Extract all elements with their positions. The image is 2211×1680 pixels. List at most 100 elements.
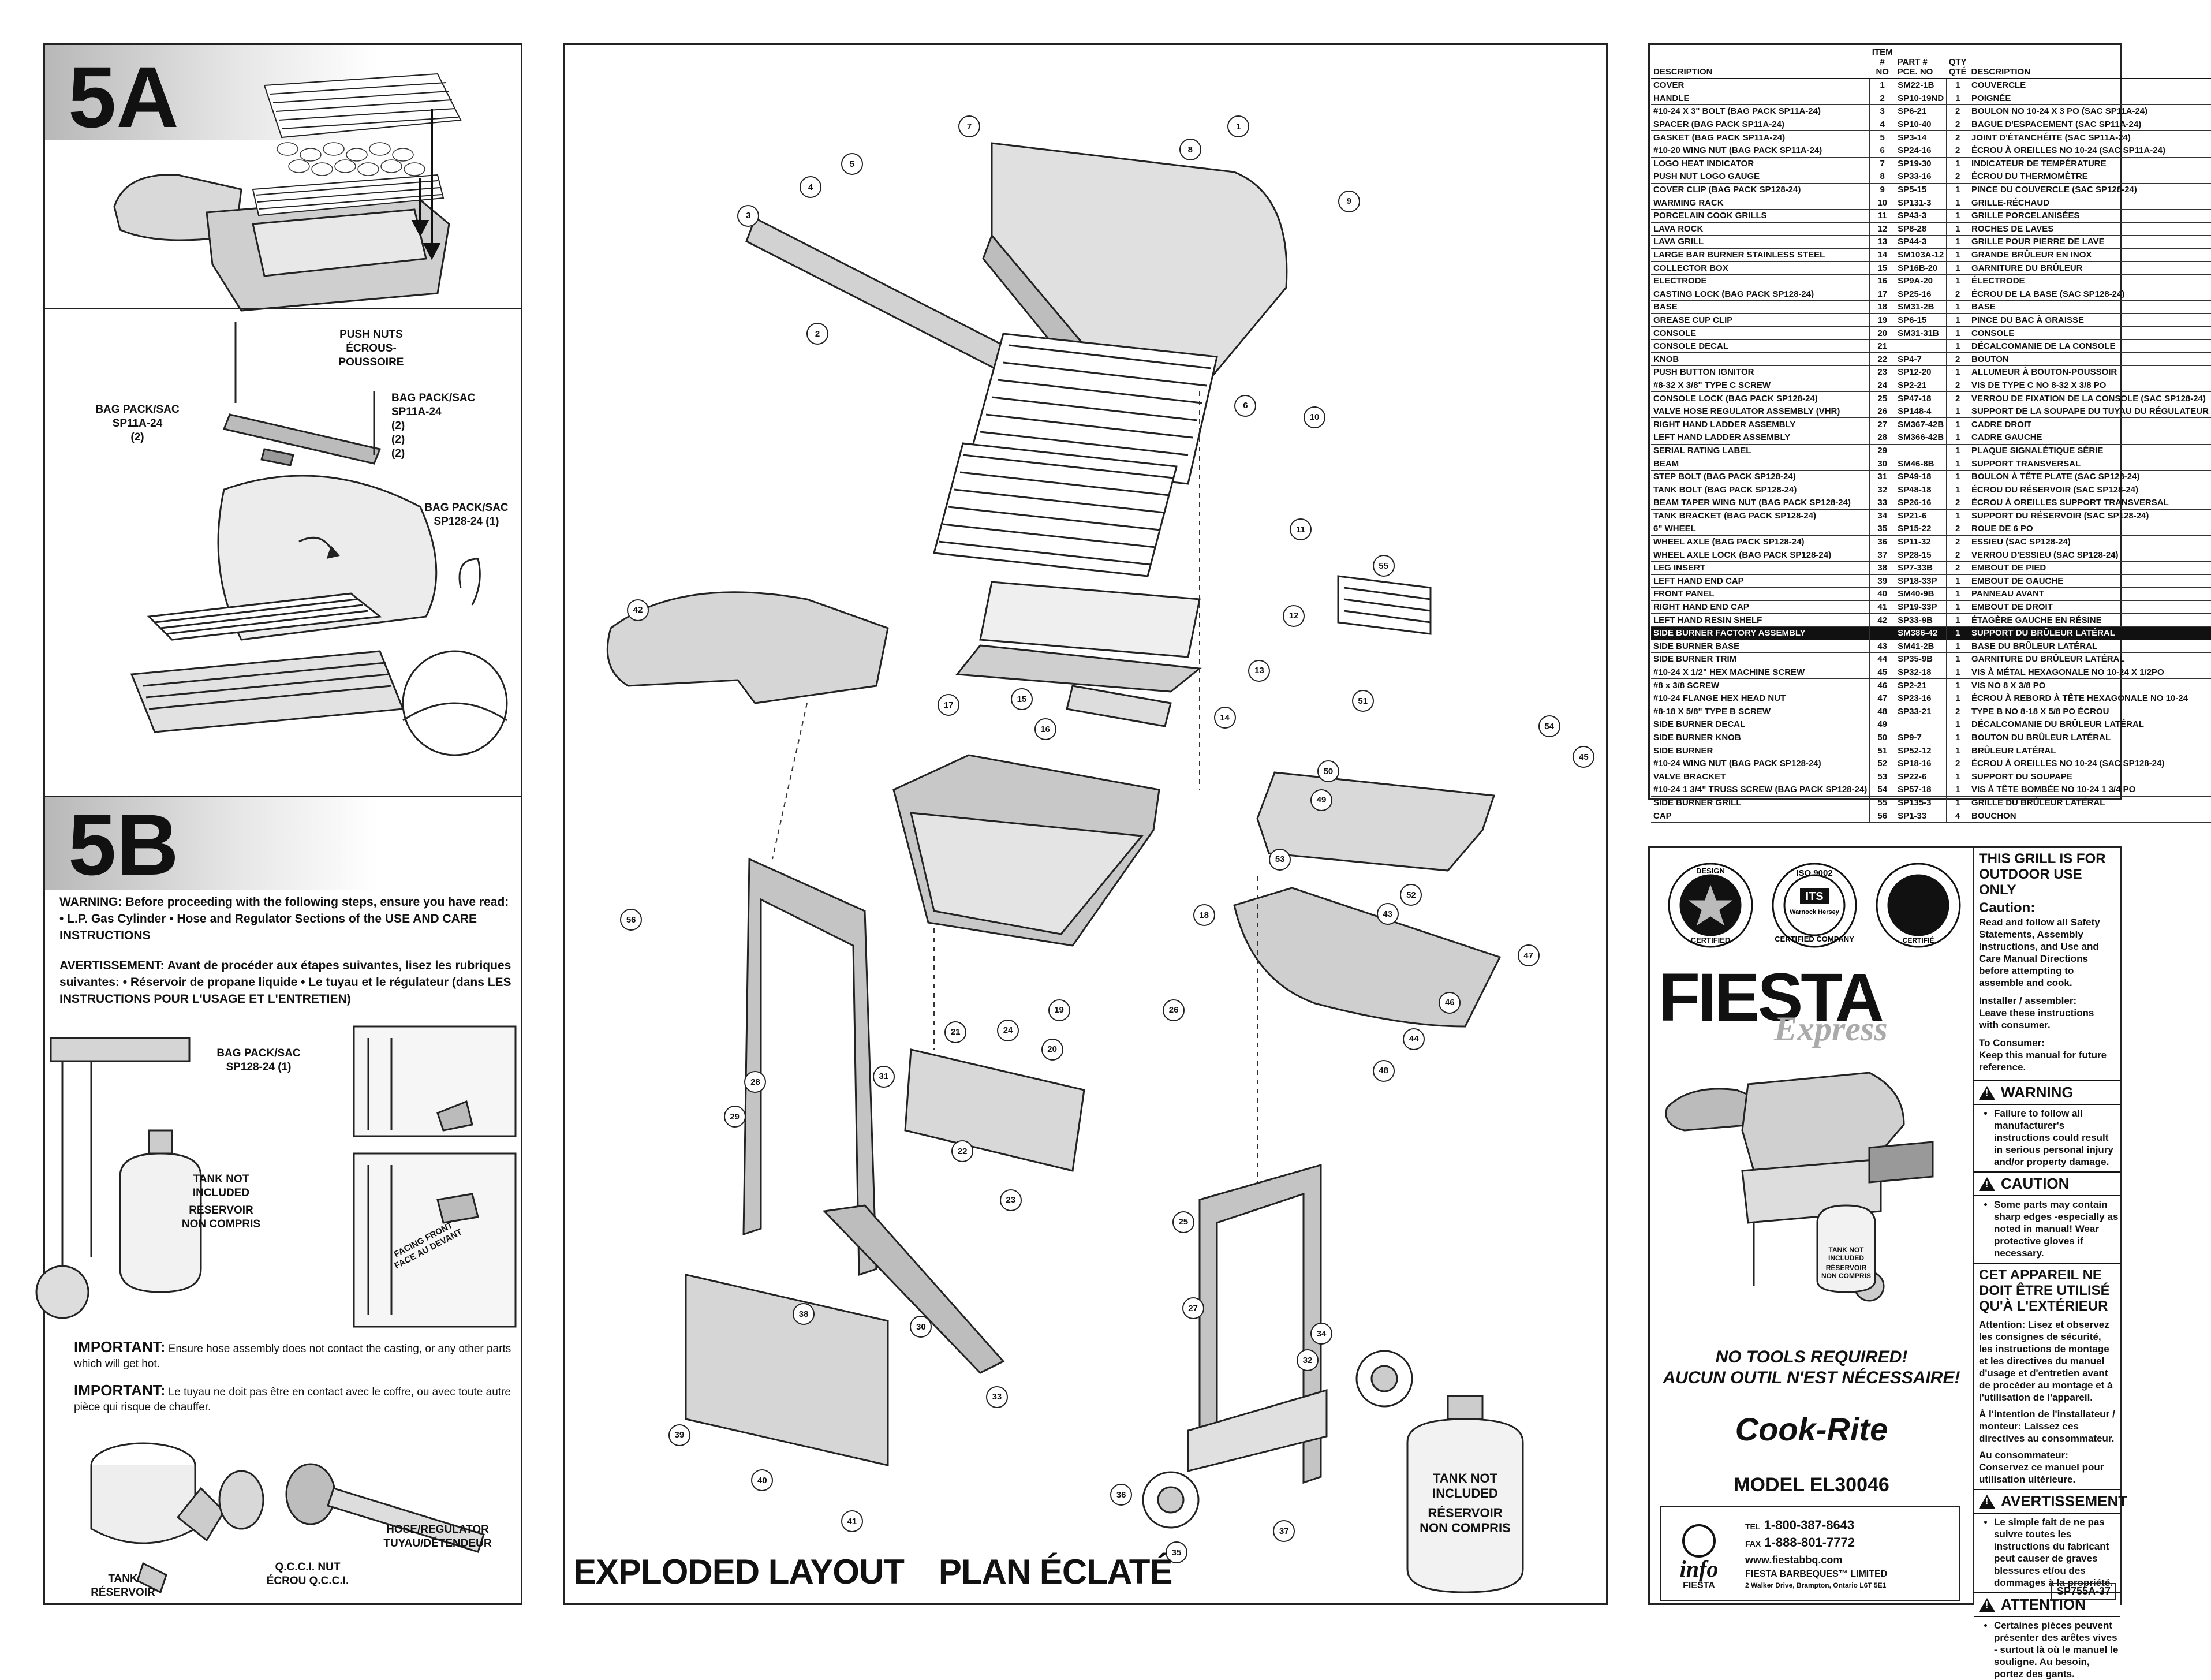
callout-52: 52 xyxy=(1400,884,1422,906)
parts-row: #10-24 1 3/4" TRUSS SCREW (BAG PACK SP12… xyxy=(1651,783,2211,797)
fr-outdoor-box: CET APPAREIL NE DOIT ÊTRE UTILISÉ QU'À L… xyxy=(1974,1263,2120,1489)
part-number: SP3-14 xyxy=(1895,130,1947,144)
part-description-fr: PINCE DU BAC À GRAISSE xyxy=(1969,313,2211,327)
col-item: ITEM # NO xyxy=(1869,46,1895,79)
part-description: TANK BOLT (BAG PACK SP128-24) xyxy=(1651,483,1870,496)
certification-badges: DESIGN CERTIFIED ISO 9002 ITS Warnock He… xyxy=(1668,863,1961,948)
part-qty: 1 xyxy=(1946,678,1970,692)
part-qty: 1 xyxy=(1946,92,1970,106)
part-number: SP48-18 xyxy=(1895,483,1947,496)
part-description: PUSH NUT LOGO GAUGE xyxy=(1651,170,1870,184)
part-item-no: 5 xyxy=(1869,130,1896,144)
divider-5b xyxy=(45,796,521,797)
part-description: SIDE BURNER BASE xyxy=(1651,640,1870,654)
parts-table: DESCRIPTION ITEM # NO PART # PCE. NO QTY… xyxy=(1651,46,2211,823)
label-qcci: Q.C.C.I. NUT ÉCROU Q.C.C.I. xyxy=(266,1561,349,1587)
part-description-fr: GRILLE POUR PIERRE DE LAVE xyxy=(1969,235,2211,249)
exploded-view-panel: TANK NOT INCLUDED RÉSERVOIR NON COMPRIS … xyxy=(563,43,1608,1605)
part-item-no: 24 xyxy=(1869,379,1896,393)
part-number: SP18-33P xyxy=(1895,574,1947,588)
step-5b-header xyxy=(45,797,521,890)
part-description-fr: BOUTON xyxy=(1969,352,2211,367)
part-number: SP33-16 xyxy=(1895,170,1947,184)
part-number: SP44-3 xyxy=(1895,235,1947,249)
part-number: SP21-6 xyxy=(1895,509,1947,523)
part-number: SP19-30 xyxy=(1895,157,1947,171)
part-description: FRONT PANEL xyxy=(1651,587,1870,601)
important-en: IMPORTANT: Ensure hose assembly does not… xyxy=(74,1338,511,1370)
part-item-no: 15 xyxy=(1869,261,1896,275)
part-number: SP33-9B xyxy=(1895,613,1947,627)
part-item-no: 8 xyxy=(1869,170,1896,184)
callout-42: 42 xyxy=(627,599,649,621)
part-item-no: 35 xyxy=(1869,522,1896,536)
part-qty: 1 xyxy=(1946,209,1970,223)
part-number: SP2-21 xyxy=(1895,379,1947,393)
part-item-no: 48 xyxy=(1869,705,1896,719)
part-number: SP1-33 xyxy=(1895,809,1947,823)
callout-22: 22 xyxy=(951,1140,974,1163)
caution-box-list: Some parts may contain sharp edges -espe… xyxy=(1974,1199,2120,1259)
part-qty: 1 xyxy=(1946,613,1970,627)
part-description: 6" WHEEL xyxy=(1651,522,1870,536)
callout-20: 20 xyxy=(1041,1038,1063,1061)
callout-53: 53 xyxy=(1269,848,1291,871)
avertissement-triangle-icon xyxy=(1979,1494,1995,1509)
callout-12: 12 xyxy=(1283,604,1305,627)
callout-8: 8 xyxy=(1179,139,1201,161)
callout-50: 50 xyxy=(1317,760,1339,783)
part-item-no: 36 xyxy=(1869,535,1896,549)
callout-16: 16 xyxy=(1034,718,1056,741)
part-item-no: 23 xyxy=(1869,365,1896,379)
part-description-fr: JOINT D'ÉTANCHÉITE (SAC SP11A-24) xyxy=(1969,130,2211,144)
part-description: LEFT HAND RESIN SHELF xyxy=(1651,613,1870,627)
part-description-fr: GRILLE-RÉCHAUD xyxy=(1969,196,2211,210)
avertissement-box-list: Le simple fait de ne pas suivre toutes l… xyxy=(1974,1516,2120,1589)
callout-19: 19 xyxy=(1048,999,1070,1021)
part-description: #8 x 3/8 SCREW xyxy=(1651,678,1870,692)
part-number: SM366-42B xyxy=(1895,431,1947,445)
label-tank-not-included: TANK NOT INCLUDED xyxy=(192,1173,250,1199)
part-item-no: 28 xyxy=(1869,431,1896,445)
qcci-connection-illustration xyxy=(90,1442,485,1594)
part-number: SP15-22 xyxy=(1895,522,1947,536)
part-description-fr: CONSOLE xyxy=(1969,326,2211,340)
callout-31: 31 xyxy=(872,1065,895,1088)
step-5a-illustration xyxy=(113,73,462,312)
part-description-fr: DÉCALCOMANIE DU BRÛLEUR LATÉRAL xyxy=(1969,718,2211,731)
part-description: BEAM TAPER WING NUT (BAG PACK SP128-24) xyxy=(1651,496,1870,510)
callout-1: 1 xyxy=(1227,115,1250,138)
part-number: SP33-21 xyxy=(1895,705,1947,719)
part-item-no: 41 xyxy=(1869,600,1896,614)
part-description-fr: ÉCROU À OREILLES NO 10-24 (SAC SP11A-24) xyxy=(1969,144,2211,158)
part-number: SP19-33P xyxy=(1895,600,1947,614)
part-item-no: 17 xyxy=(1869,288,1896,301)
part-description-fr: SUPPORT DE LA SOUPAPE DU TUYAU DU RÉGULA… xyxy=(1969,405,2211,419)
part-item-no: 20 xyxy=(1869,326,1896,340)
callout-49: 49 xyxy=(1310,789,1332,811)
part-item-no: 43 xyxy=(1869,640,1896,654)
part-description: #10-24 X 3" BOLT (BAG PACK SP11A-24) xyxy=(1651,104,1870,118)
part-number: SP23-16 xyxy=(1895,692,1947,705)
part-number: SM31-2B xyxy=(1895,300,1947,314)
part-qty: 1 xyxy=(1946,405,1970,419)
col-qty: QTY QTÉ xyxy=(1946,46,1969,79)
part-description: SIDE BURNER TRIM xyxy=(1651,652,1870,666)
exploded-tank-label: TANK NOT INCLUDED RÉSERVOIR NON COMPRIS xyxy=(1420,1471,1511,1535)
